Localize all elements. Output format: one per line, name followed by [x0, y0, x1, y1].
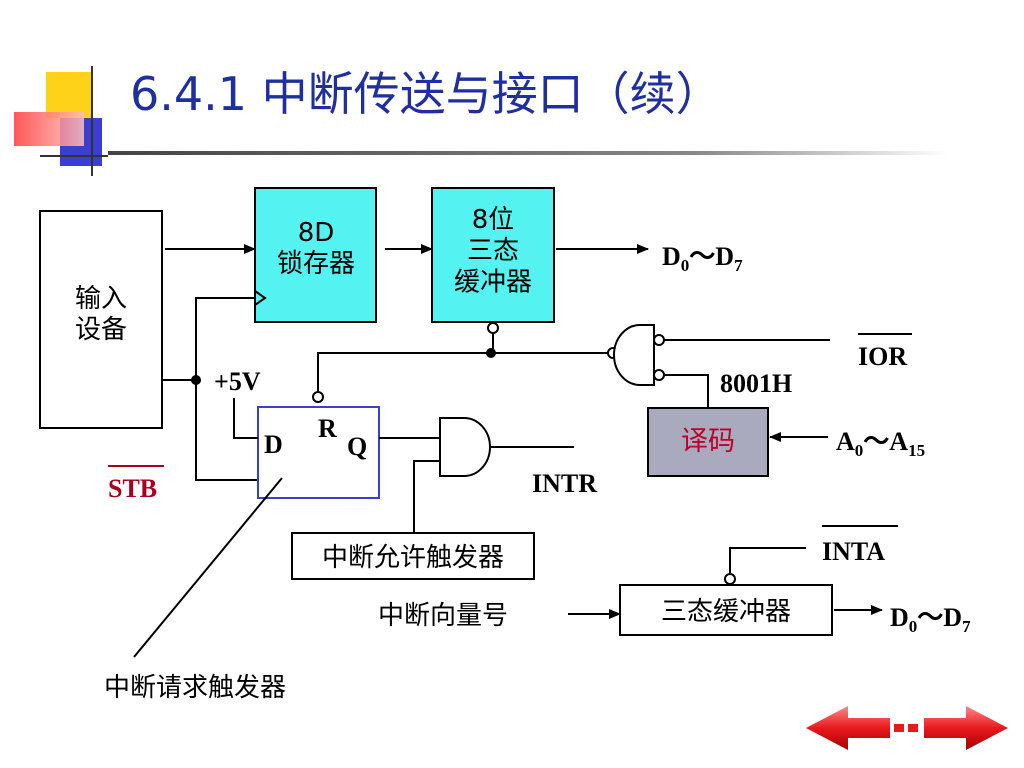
- ff-d-label: D: [264, 430, 283, 459]
- data-out-top-label: D0～D7: [662, 242, 743, 275]
- ff-r-label: R: [318, 414, 337, 443]
- decorative-logo: [14, 66, 108, 176]
- wire-5v-to-d: [233, 398, 258, 439]
- wire-enable-to-and: [413, 460, 440, 533]
- title-rule: [108, 151, 948, 155]
- tristate-buffer-label: 8位三态缓冲器: [454, 205, 532, 297]
- ff-q-label: Q: [347, 432, 367, 461]
- tristate-buffer-box: [431, 187, 555, 323]
- wire-stb-to-latch: [195, 297, 255, 380]
- input-device-label: 输入设备: [75, 284, 127, 345]
- wire-stb-to-ff: [195, 380, 258, 481]
- wire-decoder-to-gate: [664, 374, 709, 408]
- interrupt-request-ff-label: 中断请求触发器: [104, 673, 286, 703]
- address-8001h-label: 8001H: [720, 369, 792, 398]
- decoder-label: 译码: [681, 426, 735, 457]
- page-title: 6.4.1 中断传送与接口（续）: [130, 67, 722, 121]
- vector-number-label: 中断向量号: [378, 601, 508, 631]
- nav-prev-button[interactable]: [806, 706, 890, 750]
- plus5v-label: +5V: [214, 367, 261, 396]
- tristate-buffer2-label: 三态缓冲器: [661, 597, 791, 627]
- buffer-enable-bubble: [487, 322, 499, 334]
- interrupt-enable-ff-label: 中断允许触发器: [322, 543, 504, 573]
- nav-next-button[interactable]: [924, 706, 1008, 750]
- gate-input-bubble-1: [653, 334, 665, 346]
- wire-inta: [729, 547, 806, 573]
- stb-label: STB: [108, 474, 157, 503]
- nav-divider: [894, 724, 918, 732]
- intr-label: INTR: [532, 469, 597, 498]
- arrow-right-icon[interactable]: [924, 706, 1008, 750]
- arrow-left-icon[interactable]: [806, 706, 890, 750]
- data-out-bottom-label: D0～D7: [890, 603, 971, 636]
- input-device-box: [39, 210, 163, 429]
- interrupt-enable-ff-box: [291, 532, 535, 580]
- address-in-label: A0～A15: [836, 427, 925, 460]
- ff-reset-bubble: [312, 391, 324, 403]
- ior-gate: [613, 324, 655, 386]
- gate-input-bubble-2: [653, 369, 665, 381]
- latch-clock-symbol: [254, 290, 267, 306]
- decoder-box: [647, 407, 769, 477]
- wire-reset-line: [317, 352, 608, 392]
- latch-box: [254, 187, 377, 323]
- callout-line: [133, 477, 283, 658]
- inta-label: INTA: [822, 537, 885, 566]
- and-gate: [439, 417, 491, 477]
- buffer2-enable-bubble: [724, 573, 736, 585]
- ior-label: IOR: [858, 342, 907, 371]
